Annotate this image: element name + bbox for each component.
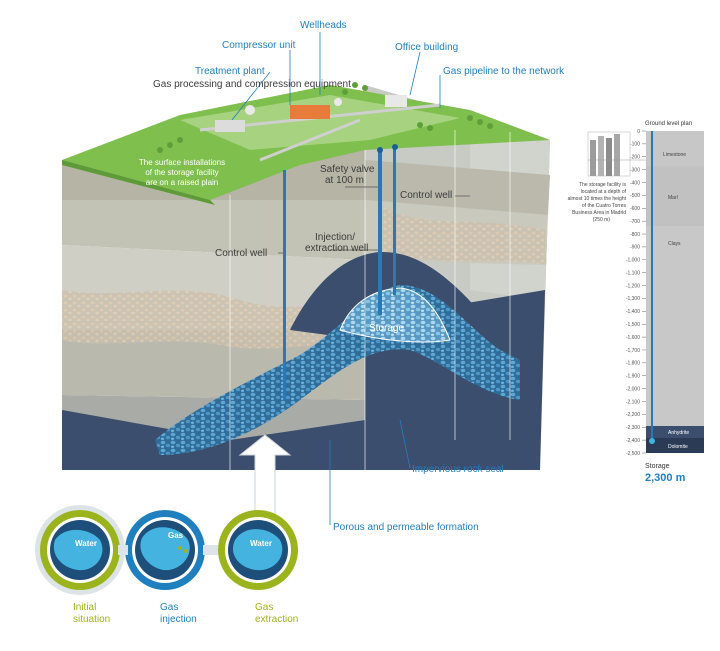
depth-scale-top-label: Ground level plan	[645, 121, 692, 127]
depth-tick-label: -2,500	[626, 451, 640, 457]
depth-ticks: 0 -100 -200 -300 -400 -500 -600 -700 -800 -900 -1,…	[626, 129, 646, 457]
depth-tick-label: -600	[630, 206, 640, 212]
depth-note-3: almost 10 times the height	[568, 196, 627, 202]
depth-tick-label: -500	[630, 193, 640, 199]
label-porous: Porous and permeable formation	[333, 522, 479, 533]
depth-note-6: (250 m)	[593, 217, 611, 223]
label-treatment-desc: Gas processing and compression equipment	[153, 79, 351, 90]
depth-tick-label: -1,100	[626, 270, 640, 276]
label-injection-well-2: extraction well	[305, 243, 368, 254]
layer-limestone: Limestone	[663, 152, 686, 158]
depth-note-5: Business Area in Madrid	[572, 210, 626, 216]
stage-extraction-circle-text: Water	[250, 539, 272, 548]
depth-tick-label: -1,400	[626, 309, 640, 315]
label-office-building: Office building	[395, 42, 458, 53]
depth-note-2: located at a depth of	[581, 189, 627, 195]
depth-tick-label: -1,900	[626, 374, 640, 380]
depth-tick-label: -200	[630, 155, 640, 161]
label-control-well-right: Control well	[400, 190, 452, 201]
stage-extraction: Water	[218, 510, 298, 590]
depth-tick-label: -1,800	[626, 361, 640, 367]
label-control-well-left: Control well	[215, 248, 267, 259]
control-well-right-pipe	[393, 145, 396, 295]
depth-tick-label: -2,100	[626, 399, 640, 405]
compressor-building	[290, 105, 330, 119]
stage-injection-title-2: injection	[160, 614, 197, 625]
depth-tick-label: -1,200	[626, 283, 640, 289]
label-safety-valve-2: at 100 m	[325, 175, 364, 186]
storage-zone	[339, 287, 451, 343]
wells	[229, 130, 511, 470]
leader-lines	[231, 32, 470, 525]
depth-tick-label: -300	[630, 167, 640, 173]
label-storage: Storage	[369, 323, 404, 334]
depth-tick-label: -1,700	[626, 348, 640, 354]
stage-initial-circle-text: Water	[75, 539, 97, 548]
storage-depth-label: Storage	[645, 463, 670, 470]
surface-note-line-3: are on a raised plain	[146, 178, 219, 187]
treatment-plant-building	[215, 120, 245, 132]
depth-tick-label: -2,400	[626, 438, 640, 444]
control-well-left-pipe	[283, 170, 286, 400]
depth-note-4: of the Cuatro Torres	[582, 203, 627, 209]
depth-tick-label: -400	[630, 180, 640, 186]
label-gas-pipeline: Gas pipeline to the network	[443, 66, 565, 77]
stage-injection: Gas	[125, 510, 205, 590]
depth-tick-label: -700	[630, 219, 640, 225]
stage-extraction-title-2: extraction	[255, 614, 298, 625]
injection-arrow	[238, 434, 292, 521]
depth-tick-label: -2,300	[626, 425, 640, 431]
surface-plain	[62, 82, 550, 205]
depth-tick-label: -2,000	[626, 386, 640, 392]
stage-initial-title-1: Initial	[73, 602, 96, 613]
label-injection-well-1: Injection/	[315, 232, 355, 243]
cuatro-torres-icon	[587, 131, 646, 177]
depth-tick-label: -2,200	[626, 412, 640, 418]
depth-tick-label: -800	[630, 232, 640, 238]
layer-anhydrite: Anhydrite	[668, 430, 689, 436]
depth-tick-label: -1,500	[626, 322, 640, 328]
label-safety-valve-1: Safety valve	[320, 164, 375, 175]
block-right-layers	[365, 160, 550, 265]
injection-well-pipe	[378, 150, 382, 315]
impervious-rock-seal	[290, 251, 540, 470]
label-impervious: Impervious rock seal	[412, 464, 504, 475]
label-wellheads: Wellheads	[300, 20, 347, 31]
depth-tick-label: -1,000	[626, 258, 640, 264]
depth-tick-label: -900	[630, 245, 640, 251]
layer-dolomite: Dolomite	[668, 444, 688, 450]
layer-clays: Clays	[668, 241, 681, 247]
office-building-block	[385, 95, 407, 107]
stage-initial: Water	[35, 505, 125, 595]
depth-tick-label: -100	[630, 142, 640, 148]
stage-injection-circle-text: Gas	[168, 531, 184, 540]
surface-note-line-2: of the storage facility	[145, 168, 218, 177]
depth-tick-label: -1,300	[626, 296, 640, 302]
layer-marl: Marl	[668, 195, 678, 201]
depth-tick-label: 0	[637, 129, 640, 135]
depth-tick-label: -1,600	[626, 335, 640, 341]
label-treatment-plant: Treatment plant	[195, 66, 265, 77]
depth-scale: Ground level plan Limestone Marl Clays A…	[568, 121, 704, 484]
stage-injection-title-1: Gas	[160, 602, 178, 613]
depth-note-1: The storage facility is	[579, 182, 626, 188]
stage-extraction-title-1: Gas	[255, 602, 273, 613]
label-compressor-unit: Compressor unit	[222, 40, 296, 51]
surface-note-line-1: The surface installations	[139, 158, 225, 167]
storage-depth-value: 2,300 m	[645, 472, 686, 484]
stage-initial-title-2: situation	[73, 614, 110, 625]
